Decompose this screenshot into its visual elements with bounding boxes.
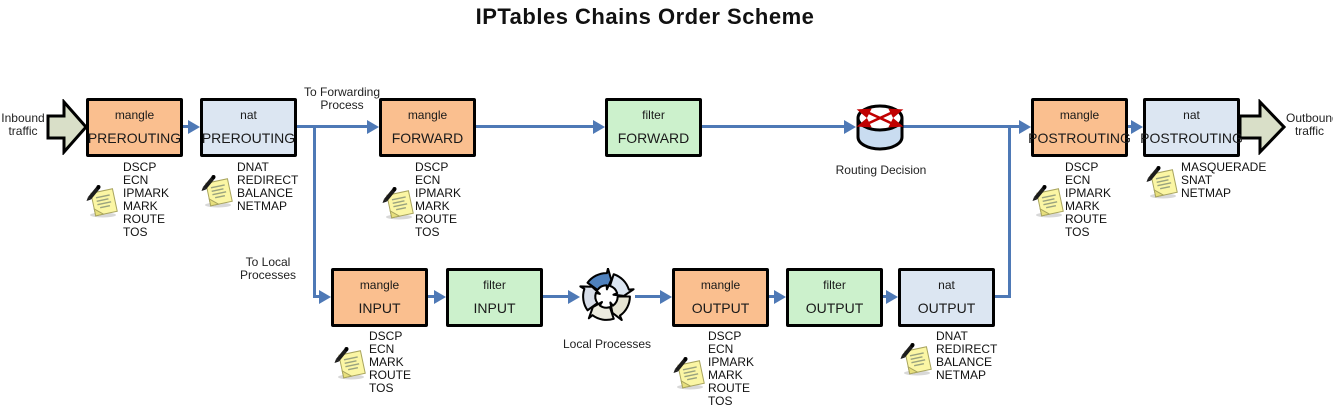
chain-box-mangle-forward: mangle FORWARD [379,98,476,157]
flow-arrowhead [774,290,786,304]
targets-list-nat-postrouting: MASQUERADE SNAT NETMAP [1181,160,1267,200]
flow-arrowhead [319,290,331,304]
note-icon [899,340,935,376]
page-title: IPTables Chains Order Scheme [475,4,815,29]
flow-line [543,295,569,298]
inbound-traffic-label: Inbound traffic [1,111,45,138]
targets-list-nat-output: DNAT REDIRECT BALANCE NETMAP [936,329,998,382]
chain-label: PREROUTING [87,130,182,146]
outbound-traffic-arrow-icon [1238,99,1286,155]
flow-line [1128,125,1132,128]
flow-arrowhead [660,290,672,304]
table-label: mangle [359,278,400,292]
flow-line [883,295,887,298]
table-label: nat [1183,108,1200,122]
note-icon [1145,163,1181,199]
chain-label: INPUT [473,300,516,316]
local-processes-icon [579,268,635,322]
to-local-processes-label: To Local Processes [239,255,297,282]
table-label: filter [823,278,846,292]
table-label: filter [642,108,665,122]
router-icon [856,104,904,151]
table-label: filter [483,278,506,292]
targets-list-nat-prerouting: DNAT REDIRECT BALANCE NETMAP [237,160,299,213]
flow-line [183,125,189,128]
chain-box-filter-input: filter INPUT [446,268,543,327]
table-label: nat [240,108,257,122]
flow-line-return [1008,125,1011,298]
chain-label: FORWARD [617,130,690,146]
inbound-traffic-arrow-icon [46,99,88,155]
table-label: mangle [700,278,741,292]
flow-arrowhead [188,120,200,134]
chain-box-mangle-prerouting: mangle PREROUTING [86,98,183,157]
note-icon [1031,182,1067,218]
flow-arrowhead [593,120,605,134]
flow-line [313,295,321,298]
chain-label: PREROUTING [201,130,296,146]
local-processes-label: Local Processes [562,337,652,351]
flow-arrowhead [568,290,580,304]
chain-label: POSTROUTING [1028,130,1131,146]
chain-label: OUTPUT [917,300,976,316]
chain-box-filter-forward: filter FORWARD [605,98,702,157]
flow-line [297,125,367,128]
chain-box-filter-output: filter OUTPUT [786,268,883,327]
flow-line [635,295,661,298]
chain-label: OUTPUT [805,300,864,316]
chain-box-mangle-input: mangle INPUT [331,268,428,327]
chain-box-nat-postrouting: nat POSTROUTING [1140,98,1243,157]
flow-arrowhead [1131,120,1143,134]
chain-box-mangle-postrouting: mangle POSTROUTING [1028,98,1131,157]
targets-list-mangle-forward: DSCP ECN IPMARK MARK ROUTE TOS [415,160,462,239]
to-forwarding-process-label: To Forwarding Process [303,85,381,112]
outbound-traffic-label: Outbound traffic [1286,111,1333,138]
flow-line [900,125,1019,128]
flow-line [769,295,775,298]
table-label: nat [938,278,955,292]
table-label: mangle [407,108,448,122]
flow-line [428,295,435,298]
flow-arrowhead [886,290,898,304]
note-icon [381,184,417,220]
flow-line-to-local [313,125,316,298]
targets-list-mangle-prerouting: DSCP ECN IPMARK MARK ROUTE TOS [123,160,170,239]
chain-box-mangle-output: mangle OUTPUT [672,268,769,327]
chain-label: POSTROUTING [1140,130,1243,146]
note-icon [200,172,236,208]
flow-arrowhead [434,290,446,304]
note-icon [672,354,708,390]
flow-arrowhead [1019,120,1031,134]
chain-label: INPUT [358,300,401,316]
flow-arrowhead [844,120,856,134]
chain-label: OUTPUT [691,300,750,316]
flow-line-return [995,295,1011,298]
targets-list-mangle-input: DSCP ECN MARK ROUTE TOS [369,329,411,395]
targets-list-mangle-postrouting: DSCP ECN IPMARK MARK ROUTE TOS [1065,160,1112,239]
flow-line [476,125,593,128]
note-icon [333,344,369,380]
flow-arrowhead [367,120,379,134]
note-icon [85,182,121,218]
chain-box-nat-output: nat OUTPUT [898,268,995,327]
chain-box-nat-prerouting: nat PREROUTING [200,98,297,157]
table-label: mangle [114,108,155,122]
chain-label: FORWARD [391,130,464,146]
flow-line [702,125,844,128]
targets-list-mangle-output: DSCP ECN IPMARK MARK ROUTE TOS [708,329,755,408]
table-label: mangle [1059,108,1100,122]
routing-decision-label: Routing Decision [835,163,927,177]
